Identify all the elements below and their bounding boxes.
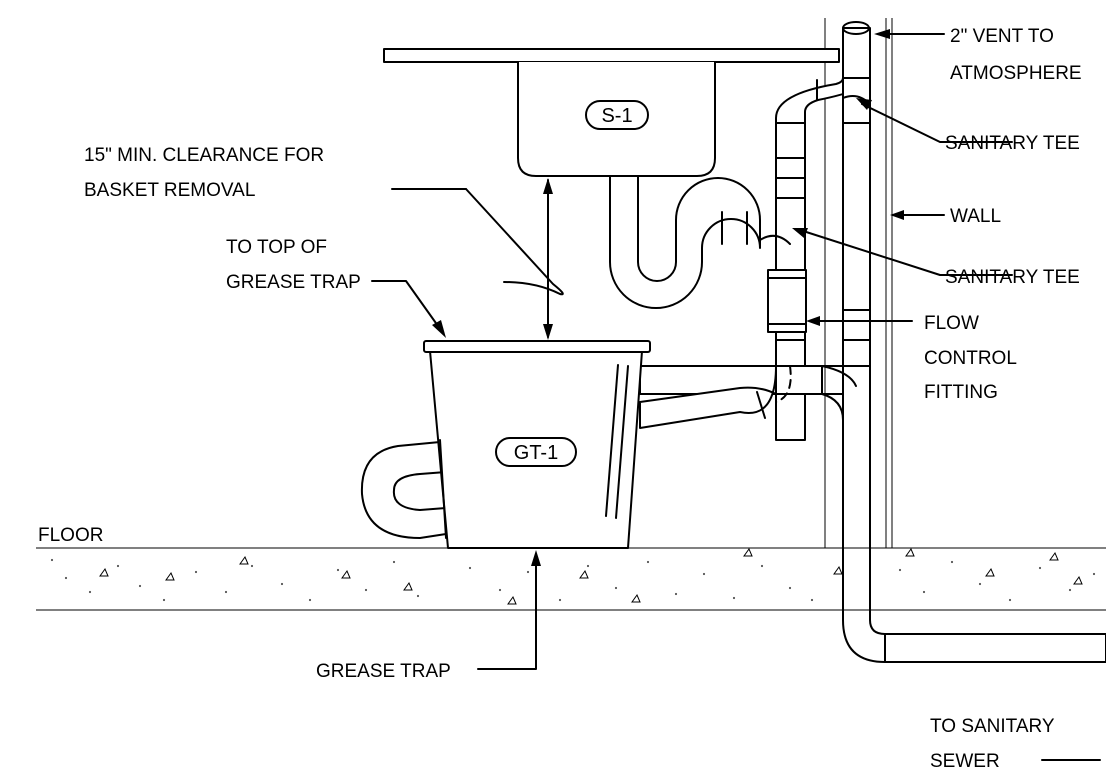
- clearance-label-line1: 15" MIN. CLEARANCE FOR: [84, 145, 324, 166]
- floor-slab: [36, 547, 1106, 611]
- top-of-trap-label-line1: TO TOP OF: [226, 237, 327, 258]
- grease-trap-tag-label: GT-1: [514, 442, 558, 464]
- sink-tag-label: S-1: [601, 105, 632, 127]
- sewer-label-line1: TO SANITARY: [930, 716, 1055, 737]
- clearance-dimension: [543, 178, 553, 340]
- sanitary-tee-upper-label: SANITARY TEE: [945, 133, 1080, 154]
- flow-control-label-line1: FLOW: [924, 313, 979, 334]
- sanitary-tee-lower: [759, 234, 791, 245]
- sink-tag: S-1: [585, 100, 649, 130]
- p-trap: [609, 175, 761, 309]
- trap-inlet-pipe: [639, 365, 823, 429]
- sewer-label-line2: SEWER: [930, 751, 1000, 772]
- wall: [824, 18, 893, 548]
- floor-aggregate-texture: [50, 547, 1096, 605]
- sink-tag-outline: [585, 100, 649, 130]
- wall-label: WALL: [950, 206, 1001, 227]
- vent-label-line2: ATMOSPHERE: [950, 63, 1082, 84]
- sanitary-tee-upper: [842, 77, 871, 369]
- grease-trap-label: GREASE TRAP: [316, 661, 451, 682]
- clearance-label-line2: BASKET REMOVAL: [84, 180, 255, 201]
- flow-control-fitting: [767, 269, 807, 333]
- counter-top: [383, 48, 840, 63]
- flow-control-label-line3: FITTING: [924, 382, 998, 403]
- sanitary-tee-lower-label: SANITARY TEE: [945, 267, 1080, 288]
- leader-lines: [371, 29, 1101, 761]
- drain-stack: [821, 365, 1106, 663]
- floor-label: FLOOR: [38, 525, 103, 546]
- grease-trap-tag: GT-1: [495, 437, 577, 467]
- vent-label-line1: 2" VENT TO: [950, 26, 1054, 47]
- annotations: 2" VENT TO ATMOSPHERE SANITARY TEE WALL …: [38, 26, 1082, 772]
- top-of-trap-label-line2: GREASE TRAP: [226, 272, 361, 293]
- flow-control-label-line2: CONTROL: [924, 348, 1017, 369]
- grease-trap-tag-outline: [495, 437, 577, 467]
